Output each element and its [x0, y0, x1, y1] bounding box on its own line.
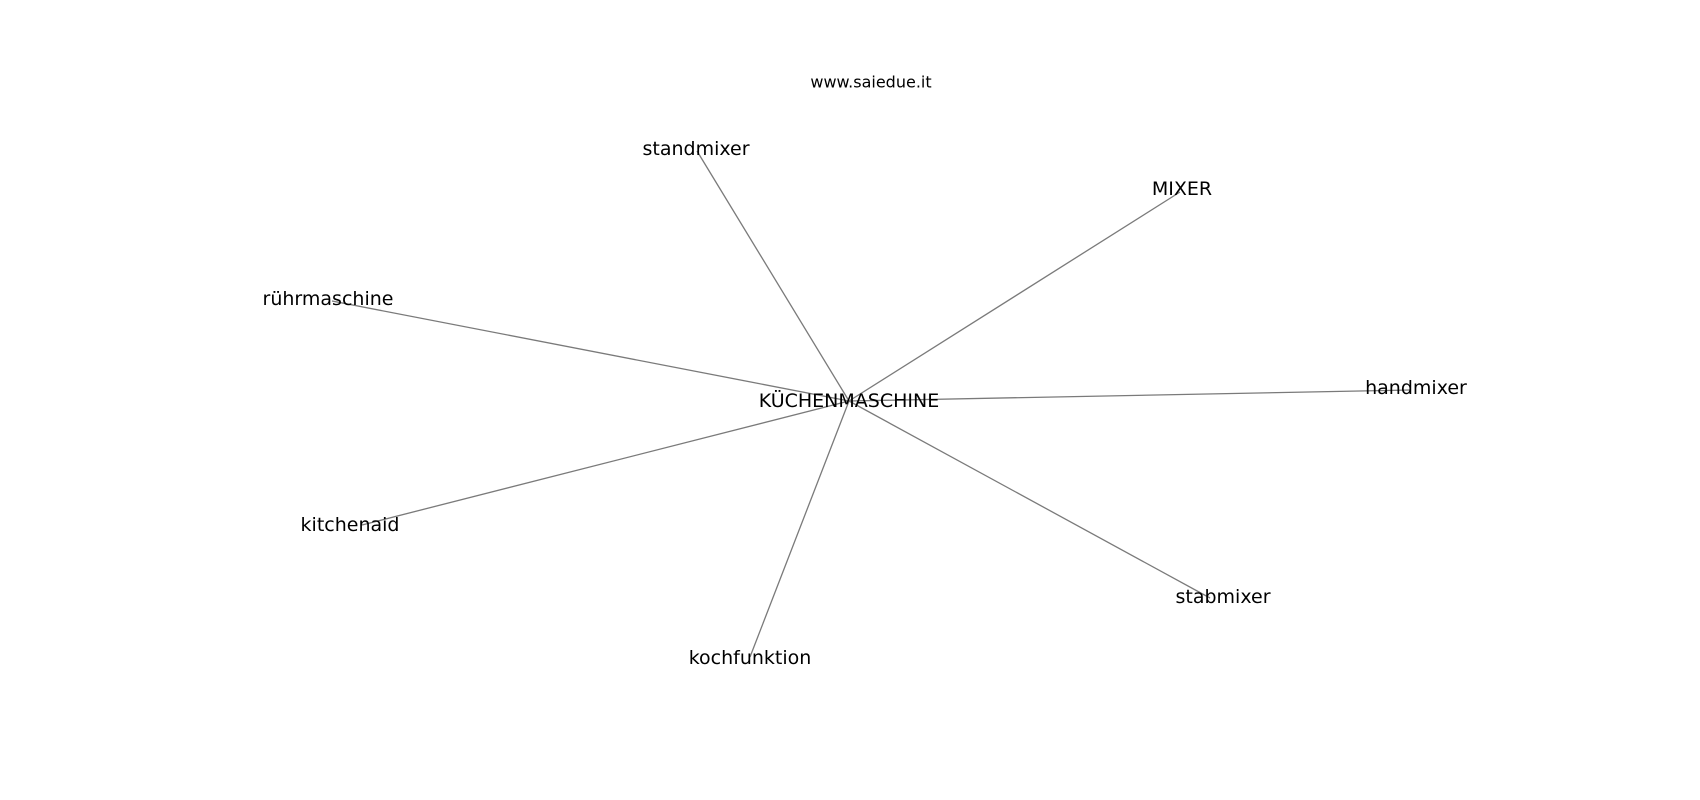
edge-handmixer [848, 389, 1411, 402]
graph-edges [331, 150, 1411, 658]
edge-kitchenaid [361, 400, 850, 526]
edge-stabmixer [848, 400, 1211, 599]
node-label-mixer: MIXER [1152, 178, 1212, 200]
node-label-ruehrmaschine: rührmaschine [263, 288, 394, 310]
node-label-kitchenaid: kitchenaid [301, 514, 400, 536]
node-label-handmixer: handmixer [1365, 377, 1467, 399]
edge-rührmaschine [331, 300, 850, 402]
edge-mixer [848, 191, 1181, 402]
graph-labels: KÜCHENMASCHINE standmixer MIXER rührmasc… [263, 138, 1468, 669]
node-label-stabmixer: stabmixer [1176, 586, 1271, 608]
node-label-standmixer: standmixer [642, 138, 749, 160]
edge-kochfunktion [749, 400, 850, 658]
site-watermark: www.saiedue.it [810, 73, 931, 92]
edge-standmixer [696, 150, 850, 402]
node-label-kochfunktion: kochfunktion [689, 647, 812, 669]
node-center-label: KÜCHENMASCHINE [759, 389, 939, 412]
